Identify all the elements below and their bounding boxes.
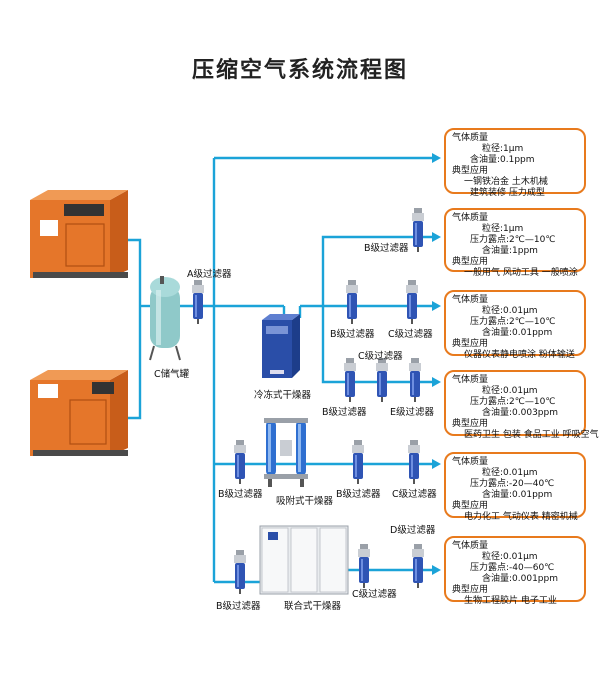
app-heading: 典型应用 xyxy=(452,419,489,429)
quality-line: 粒径:1μm xyxy=(482,224,524,234)
quality-line: 粒径:1μm xyxy=(482,144,524,154)
e-filter-row4-label: E级过滤器 xyxy=(390,407,435,418)
page-title: 压缩空气系统流程图 xyxy=(191,58,408,83)
quality-box-2: 气体质量 粒径:1μm 压力露点:2℃—10℃ 含油量:1ppm 典型应用 一般… xyxy=(444,208,586,278)
app-line: 电力化工 气动仪表 精密机械 xyxy=(464,512,578,522)
quality-line: 压力露点:2℃—10℃ xyxy=(470,317,556,327)
quality-line: 含油量:0.001ppm xyxy=(482,574,558,584)
quality-box-6: 气体质量 粒径:0.01μm 压力露点:-40—60℃ 含油量:0.001ppm… xyxy=(444,536,586,606)
quality-line: 压力露点:2℃—10℃ xyxy=(470,235,556,245)
quality-heading: 气体质量 xyxy=(452,457,489,467)
b-filter-row5-left-label: B级过滤器 xyxy=(218,489,263,500)
app-line: 一钢铁冶金 土木机械 xyxy=(464,177,548,187)
quality-heading: 气体质量 xyxy=(452,541,489,551)
storage-tank-label: C储气罐 xyxy=(154,369,190,380)
app-heading: 典型应用 xyxy=(452,166,489,176)
quality-line: 压力露点:-20—40℃ xyxy=(470,479,555,489)
quality-heading: 气体质量 xyxy=(452,213,489,223)
app-line: 仪器仪表静电喷涂 粉体输送 xyxy=(464,350,575,360)
app-heading: 典型应用 xyxy=(452,257,489,267)
quality-line: 粒径:0.01μm xyxy=(482,468,538,478)
app-heading: 典型应用 xyxy=(452,501,489,511)
app-heading: 典型应用 xyxy=(452,585,489,595)
quality-line: 粒径:0.01μm xyxy=(482,306,538,316)
quality-line: 含油量:0.01ppm xyxy=(482,490,553,500)
adsorption-dryer-label: 吸附式干燥器 xyxy=(276,496,334,507)
combined-dryer-label: 联合式干燥器 xyxy=(284,601,342,612)
quality-box-3: 气体质量 粒径:0.01μm 压力露点:2℃—10℃ 含油量:0.01ppm 典… xyxy=(444,290,586,360)
b-filter-row2-label: B级过滤器 xyxy=(364,243,409,254)
c-filter-row6-label: C级过滤器 xyxy=(352,589,397,600)
quality-line: 压力露点:2℃—10℃ xyxy=(470,397,556,407)
b-filter-row6-left-label: B级过滤器 xyxy=(216,601,261,612)
b-filter-row5-label: B级过滤器 xyxy=(336,489,381,500)
quality-heading: 气体质量 xyxy=(452,375,489,385)
c-filter-row5-label: C级过滤器 xyxy=(392,489,437,500)
app-line: 一般用气 风动工具 一般喷涂 xyxy=(464,268,578,278)
c-filter-row3-label: C级过滤器 xyxy=(388,329,433,340)
quality-box-1: 气体质量 粒径:1μm 含油量:0.1ppm 典型应用 一钢铁冶金 土木机械 建… xyxy=(444,128,586,198)
c-filter-row4-label: C级过滤器 xyxy=(358,351,403,362)
quality-line: 含油量:1ppm xyxy=(482,246,538,256)
refrigerated-dryer-label: 冷冻式干燥器 xyxy=(254,390,312,401)
d-filter-row6-label: D级过滤器 xyxy=(390,525,436,536)
quality-line: 含油量:0.01ppm xyxy=(482,328,553,338)
app-line: 生物工程胶片 电子工业 xyxy=(464,596,557,606)
quality-heading: 气体质量 xyxy=(452,133,489,143)
quality-line: 压力露点:-40—60℃ xyxy=(470,563,555,573)
app-line: 建筑装修 压力成型 xyxy=(470,188,545,198)
a-filter-label: A级过滤器 xyxy=(187,269,232,280)
app-line: 医药卫生 包装 食品工业 呼吸空气 xyxy=(464,430,599,440)
b-filter-row3-label: B级过滤器 xyxy=(330,329,375,340)
quality-box-4: 气体质量 粒径:0.01μm 压力露点:2℃—10℃ 含油量:0.003ppm … xyxy=(444,370,599,440)
quality-line: 粒径:0.01μm xyxy=(482,386,538,396)
b-filter-row4-label: B级过滤器 xyxy=(322,407,367,418)
quality-line: 含油量:0.003ppm xyxy=(482,408,558,418)
quality-heading: 气体质量 xyxy=(452,295,489,305)
quality-line: 粒径:0.01μm xyxy=(482,552,538,562)
quality-line: 含油量:0.1ppm xyxy=(470,155,535,165)
quality-box-5: 气体质量 粒径:0.01μm 压力露点:-20—40℃ 含油量:0.01ppm … xyxy=(444,452,586,522)
app-heading: 典型应用 xyxy=(452,339,489,349)
